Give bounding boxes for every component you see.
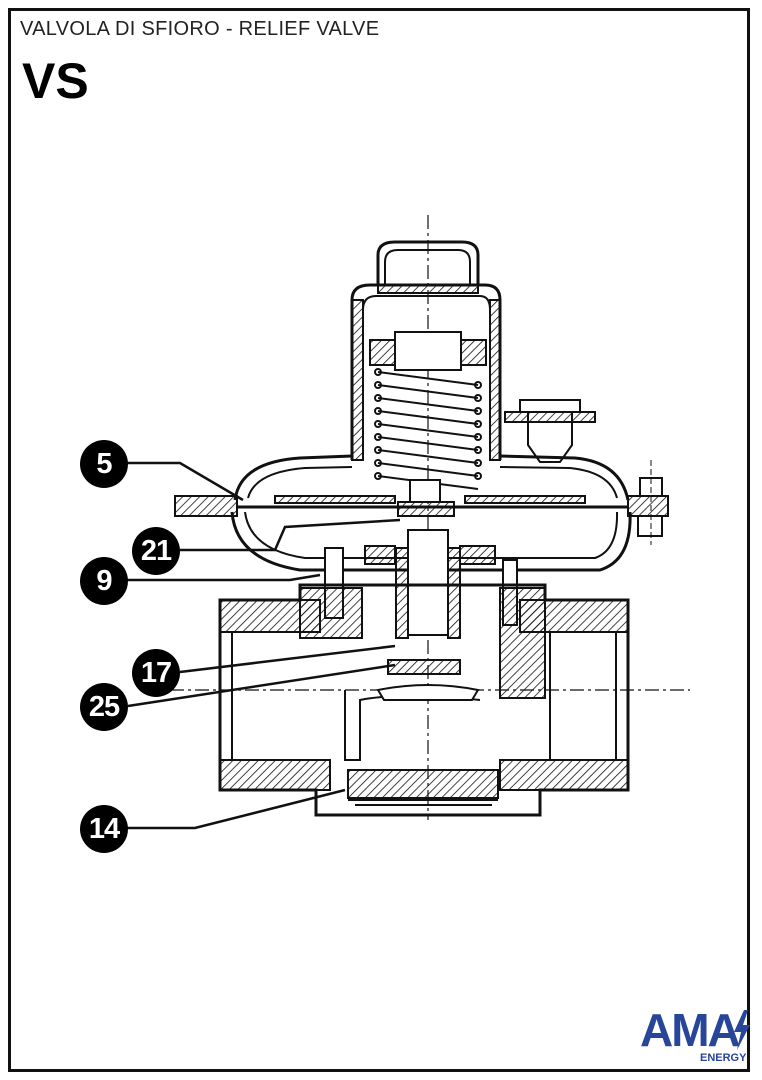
valve-stem (407, 529, 449, 636)
leader-line-5 (104, 461, 244, 502)
page-title: VS (22, 53, 89, 109)
diaphragm-chamber-upper (233, 454, 630, 501)
valve-disc (387, 659, 461, 675)
bonnet-cap (376, 240, 480, 285)
flange-left (174, 495, 238, 517)
callout-badge-14: 14 (80, 805, 128, 853)
page-frame (8, 8, 750, 1072)
adjusting-nut (394, 331, 462, 371)
callout-badge-5: 5 (80, 440, 128, 488)
spring-housing (350, 283, 502, 460)
flange-bolt (637, 477, 663, 537)
callout-badge-9: 9 (80, 557, 128, 605)
logo-text: AMA (640, 1004, 741, 1056)
ama-energy-logo: AMA ENERGY (640, 1006, 752, 1068)
diaphragm-chamber-lower (230, 511, 632, 572)
leader-line-14 (104, 788, 346, 830)
spring (374, 368, 482, 490)
leader-line-17 (179, 644, 396, 674)
leader-line-9 (104, 573, 321, 582)
callout-badge-21: 21 (132, 527, 180, 575)
leader-line-21 (180, 518, 401, 552)
logo-subtext: ENERGY (700, 1052, 747, 1064)
callout-badge-25: 25 (80, 683, 128, 731)
lightning-icon (734, 1010, 750, 1050)
bottom-plug (347, 769, 499, 799)
stem-nut (409, 479, 441, 503)
page-subtitle: VALVOLA DI SFIORO - RELIEF VALVE (20, 18, 380, 40)
leader-line-25 (127, 663, 396, 708)
callout-badge-17: 17 (132, 649, 180, 697)
vent-plug (519, 399, 581, 463)
